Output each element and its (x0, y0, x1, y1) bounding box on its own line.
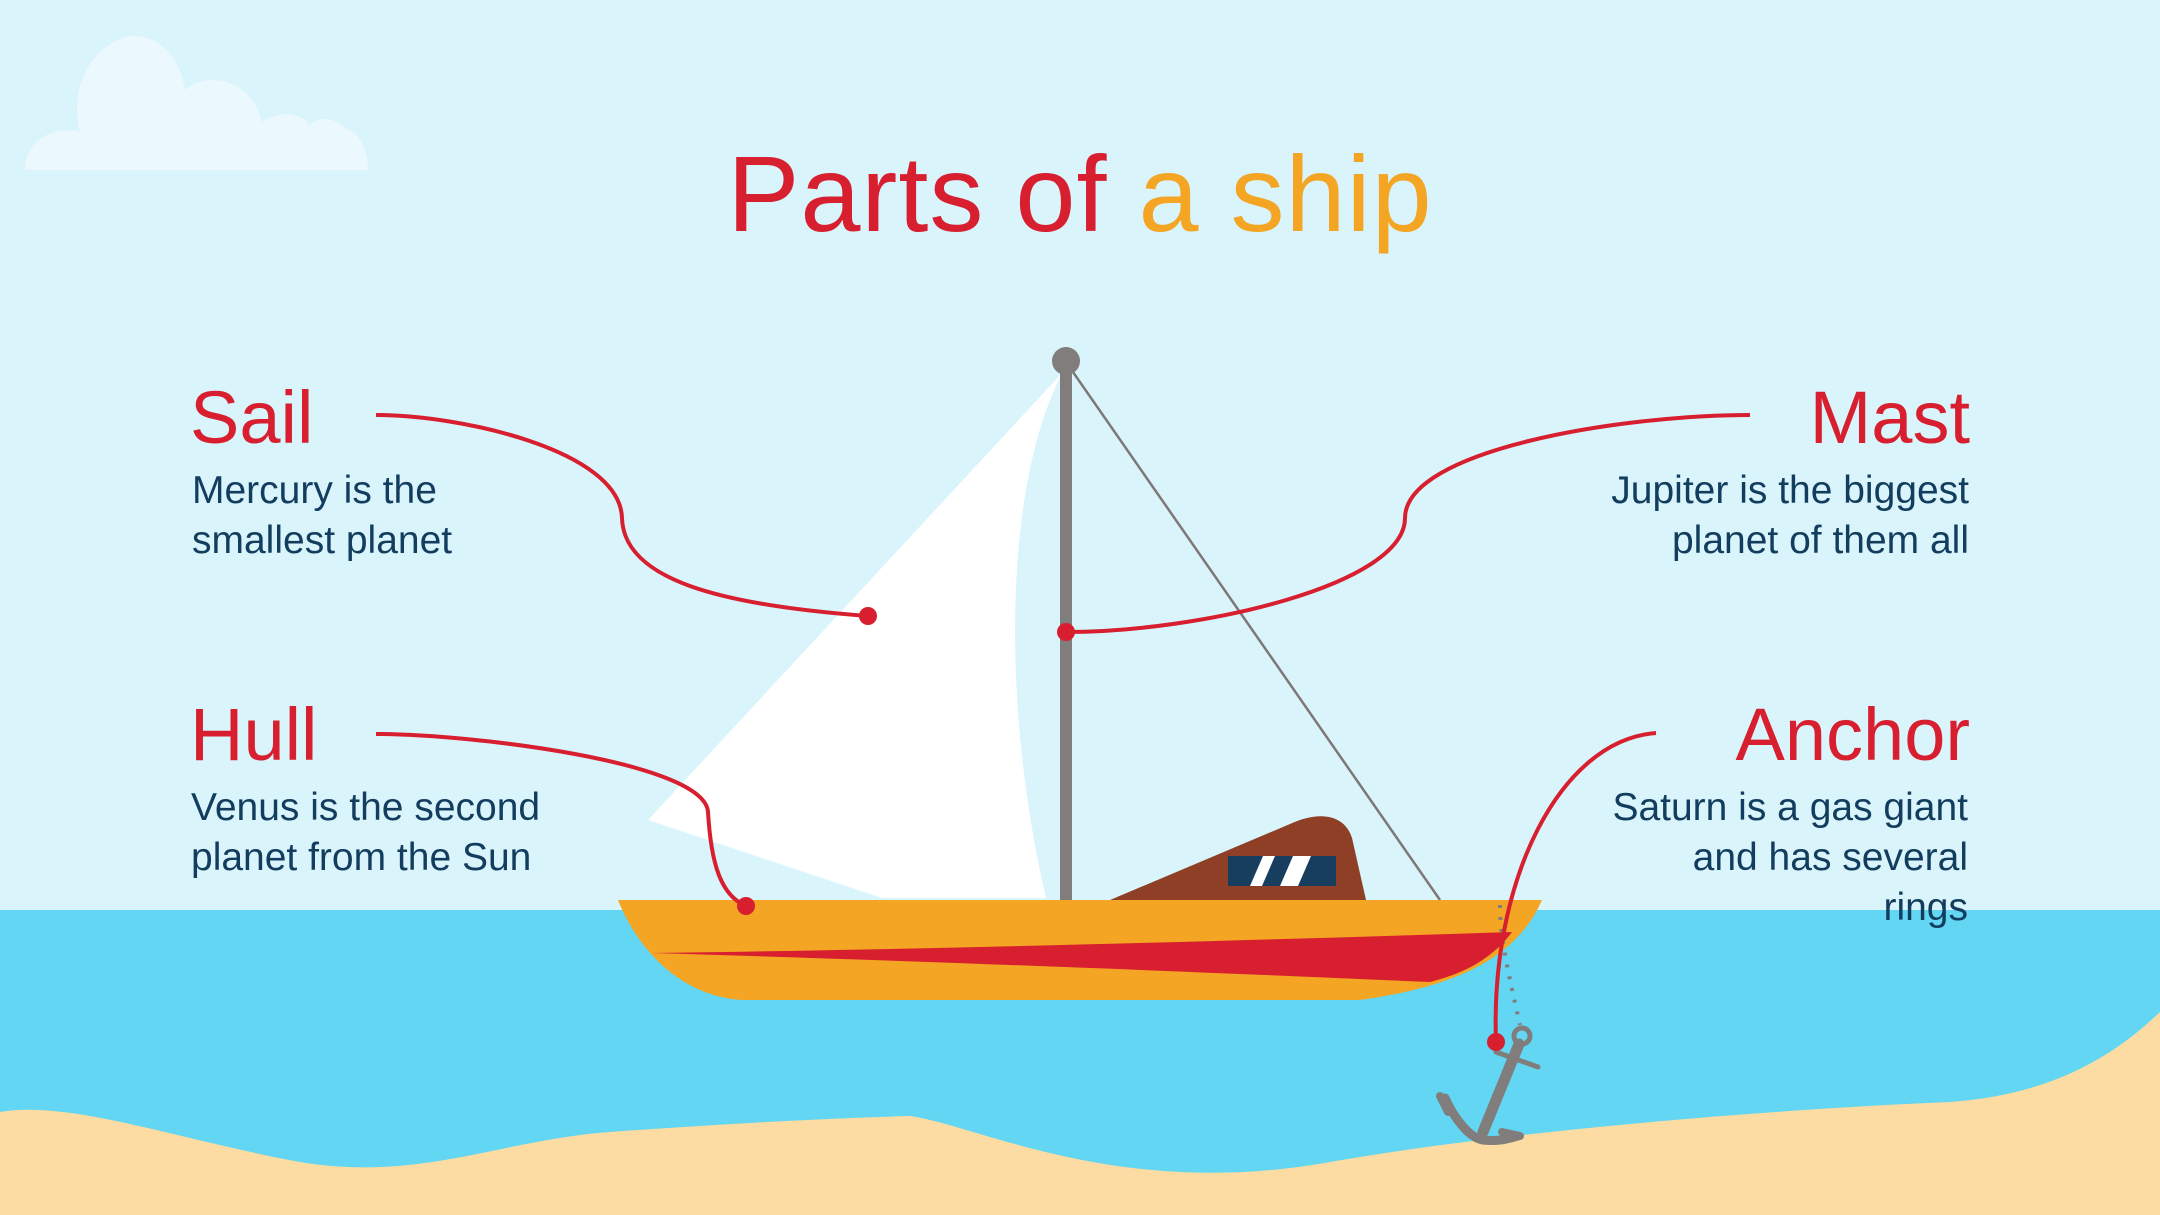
mast-label: Mast (1809, 376, 1970, 459)
anchor-dot (1487, 1033, 1505, 1051)
anchor-icon (1436, 1025, 1541, 1145)
sail (648, 372, 1063, 898)
anchor-label: Anchor (1735, 693, 1970, 776)
hull-desc-line: planet from the Sun (191, 836, 532, 879)
sail-desc-line: Mercury is the (192, 469, 437, 512)
rigging-rope (1064, 361, 1442, 901)
mast-description: Jupiter is the biggest planet of them al… (1611, 466, 1969, 566)
sail-dot (859, 607, 877, 625)
cabin-window (1228, 856, 1336, 886)
sail-description: Mercury is the smallest planet (192, 466, 452, 566)
hull-description: Venus is the second planet from the Sun (191, 783, 540, 883)
title-part1: Parts of (727, 133, 1108, 254)
mast-dot (1057, 623, 1075, 641)
mast-connector (1065, 413, 1751, 634)
hull-connector (375, 732, 747, 908)
mast-top (1052, 347, 1080, 375)
sail-desc-line: smallest planet (192, 519, 453, 562)
anchor-connector (1493, 731, 1657, 1043)
page-title: Parts of a ship (0, 134, 2160, 254)
mast-desc-line: planet of them all (1671, 519, 1969, 562)
sail-connector (375, 413, 869, 618)
hull-stripe (652, 932, 1512, 982)
connector-lines (375, 413, 1751, 1043)
beach-sand (0, 1012, 2160, 1215)
cloud-icon (25, 36, 368, 171)
anchor-desc-line: Saturn is a gas giant (1612, 786, 1968, 829)
sail-label: Sail (190, 376, 314, 459)
anchor-desc-line: rings (1883, 886, 1968, 929)
title-part2: a ship (1138, 133, 1433, 254)
hull-label: Hull (190, 693, 318, 776)
mast-desc-line: Jupiter is the biggest (1611, 469, 1969, 512)
anchor-description: Saturn is a gas giant and has several ri… (1612, 783, 1968, 933)
hull-dot (737, 897, 755, 915)
hull-desc-line: Venus is the second (191, 786, 541, 829)
connector-dots (737, 607, 1505, 1051)
anchor-desc-line: and has several (1692, 836, 1968, 879)
